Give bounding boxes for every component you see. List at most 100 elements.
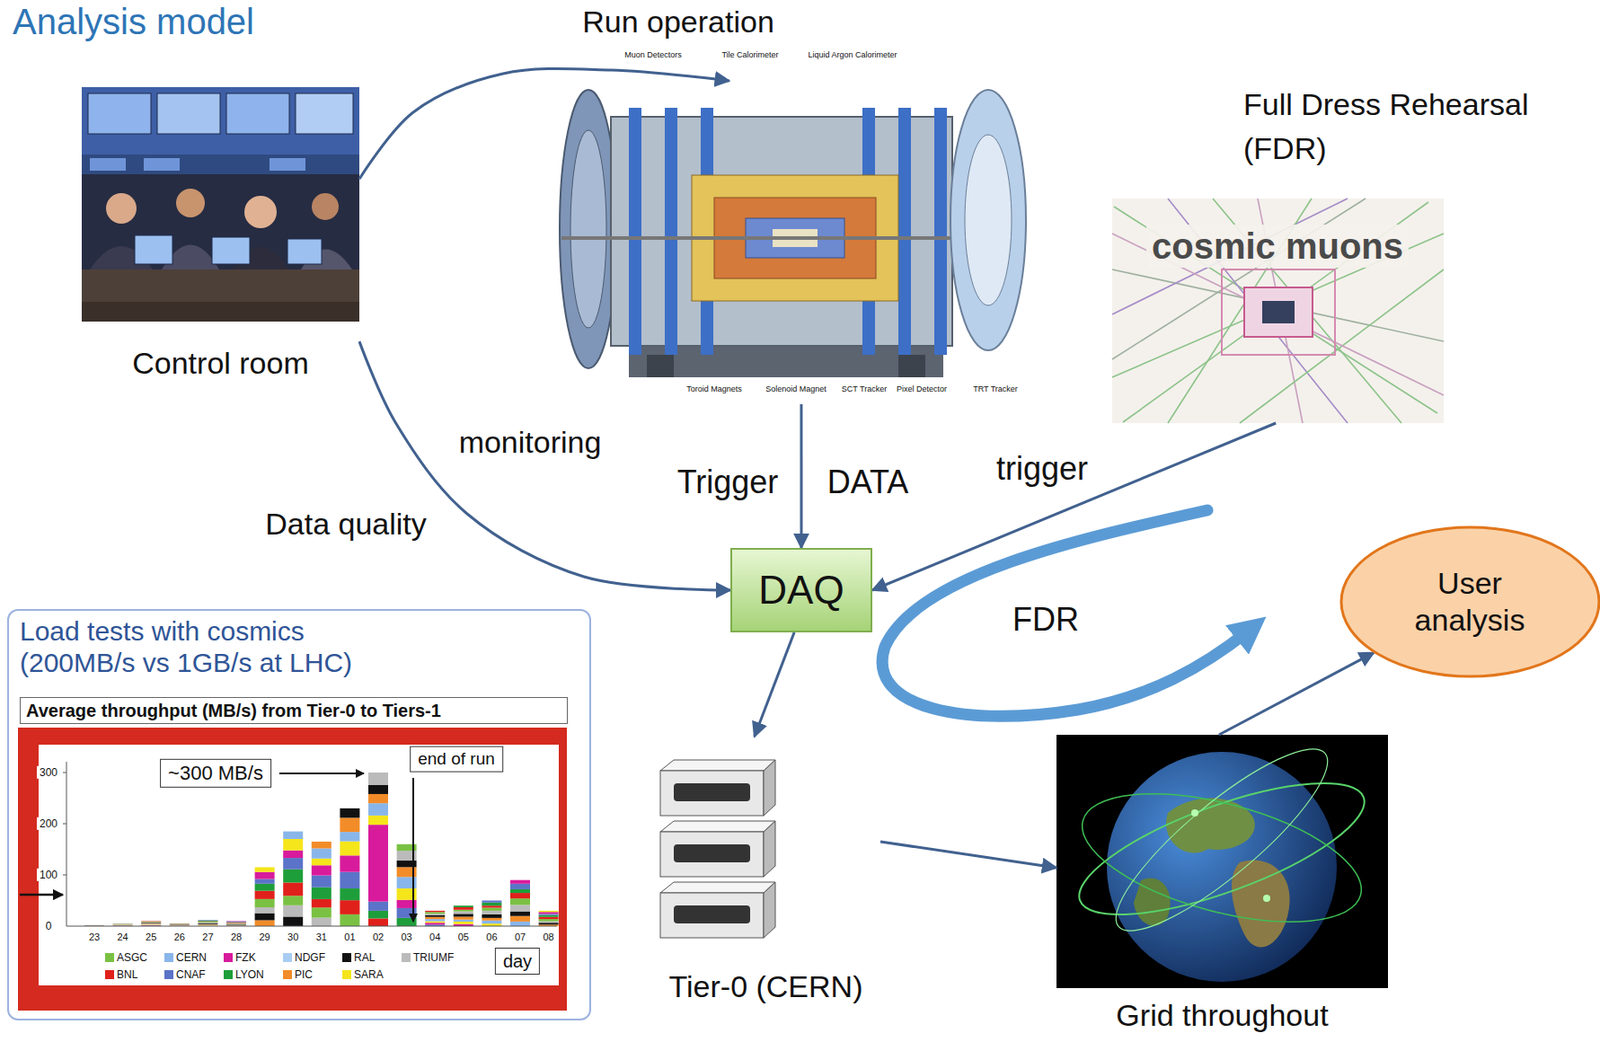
bar-segment xyxy=(226,923,247,926)
plain-label: 0 xyxy=(43,919,55,933)
plain-label: 02 xyxy=(370,931,387,944)
connector-arrow xyxy=(359,68,730,179)
bar-segment xyxy=(424,913,445,915)
bar-segment xyxy=(510,911,531,917)
bar-segment xyxy=(339,841,360,857)
bar-segment xyxy=(141,921,161,924)
legend-swatch xyxy=(105,953,115,963)
bar-segment xyxy=(510,889,531,893)
bar-segment xyxy=(282,895,303,906)
control-room-photo xyxy=(157,93,221,134)
control-room-photo xyxy=(212,237,250,265)
control-room-photo xyxy=(88,93,151,134)
plain-label: 03 xyxy=(397,931,415,944)
bar-segment xyxy=(282,839,303,851)
bar-segment xyxy=(255,919,275,927)
atlas-detector xyxy=(559,89,1026,378)
bar-segment xyxy=(481,910,502,915)
control-room-photo xyxy=(176,188,205,218)
bar-segment xyxy=(311,875,332,888)
legend-text: PIC xyxy=(294,968,313,982)
bar-segment xyxy=(84,924,105,926)
connector-arrow xyxy=(754,632,795,737)
bar-segment xyxy=(311,907,332,918)
bar-segment xyxy=(141,923,161,926)
legend-swatch xyxy=(282,970,292,980)
bar-segment xyxy=(510,880,531,884)
legend-text: NDGF xyxy=(294,951,326,964)
atlas-detector xyxy=(898,354,926,378)
bar-segment xyxy=(368,803,389,816)
bar-segment xyxy=(282,905,303,918)
load-test-chart xyxy=(62,875,67,876)
plain-label: 05 xyxy=(455,931,472,944)
bar-segment xyxy=(169,924,190,926)
server-rack xyxy=(673,783,751,802)
bar-segment xyxy=(311,858,332,867)
atlas-detector xyxy=(934,107,947,355)
bar-segment xyxy=(453,905,474,908)
bar-segment xyxy=(141,922,161,925)
bar-segment xyxy=(539,915,559,918)
grid-globe xyxy=(1133,877,1171,926)
legend-text: CNAF xyxy=(176,968,206,982)
bar-segment xyxy=(282,850,303,858)
bar-segment xyxy=(311,841,332,849)
plain-label: 100 xyxy=(36,868,61,882)
photo-node: Control room xyxy=(81,87,360,384)
bar-segment xyxy=(481,918,502,921)
bar-segment xyxy=(510,921,531,927)
bar-segment xyxy=(510,883,531,890)
bar-segment xyxy=(339,900,360,915)
plain-label: 26 xyxy=(171,931,188,944)
load-test-chart xyxy=(19,893,63,897)
atlas-detector xyxy=(964,134,1012,306)
bar-segment xyxy=(368,824,389,902)
server-rack xyxy=(673,844,751,863)
legend-item: CNAF xyxy=(164,968,206,982)
globe-node: Grid throughout xyxy=(1056,734,1388,1039)
bar-segment xyxy=(255,879,275,884)
legend-text: TRIUMF xyxy=(413,951,454,964)
legend-text: ASGC xyxy=(116,951,148,964)
server-rack xyxy=(763,882,776,938)
node-text: Average throughput (MB/s) from Tier-0 to… xyxy=(19,697,568,725)
connector-arrow xyxy=(1219,653,1374,735)
daq-box: DAQ xyxy=(730,548,873,633)
control-room-photo xyxy=(269,158,306,171)
server-rack xyxy=(660,831,764,877)
plain-label: 30 xyxy=(284,931,301,944)
server-rack xyxy=(660,892,764,938)
boxed-note: end of run xyxy=(409,746,504,773)
bar-segment xyxy=(481,901,502,903)
atlas-detector xyxy=(646,354,674,378)
bar-segment xyxy=(255,913,275,921)
bar-segment xyxy=(169,923,190,925)
control-room-photo xyxy=(81,87,360,155)
node-text: User analysis xyxy=(1388,565,1551,639)
grid-globe xyxy=(1069,769,1375,948)
grid-globe xyxy=(1095,725,1348,955)
bar-segment xyxy=(226,922,247,925)
cosmic-muon-display xyxy=(1221,269,1335,355)
plain-label: Data quality xyxy=(262,505,430,543)
bar-segment xyxy=(453,921,474,925)
node-text: Solenoid Magnet xyxy=(765,384,827,395)
legend-swatch xyxy=(164,970,174,980)
bar-segment xyxy=(424,910,445,912)
bar-segment xyxy=(368,785,389,795)
bar-segment xyxy=(113,923,133,925)
bar-segment xyxy=(453,911,474,915)
grid-globe xyxy=(1263,894,1271,902)
control-room-photo xyxy=(226,93,290,134)
bar-segment xyxy=(255,899,275,908)
legend-item: SARA xyxy=(342,968,384,982)
load-test-chart xyxy=(62,823,67,825)
connector-arrow xyxy=(872,423,1276,591)
legend-swatch xyxy=(282,953,292,963)
node-text: Grid throughout xyxy=(1056,997,1388,1035)
bar-segment xyxy=(368,815,389,825)
cosmic-muon-display xyxy=(1112,198,1444,424)
bar-segment xyxy=(226,920,247,922)
